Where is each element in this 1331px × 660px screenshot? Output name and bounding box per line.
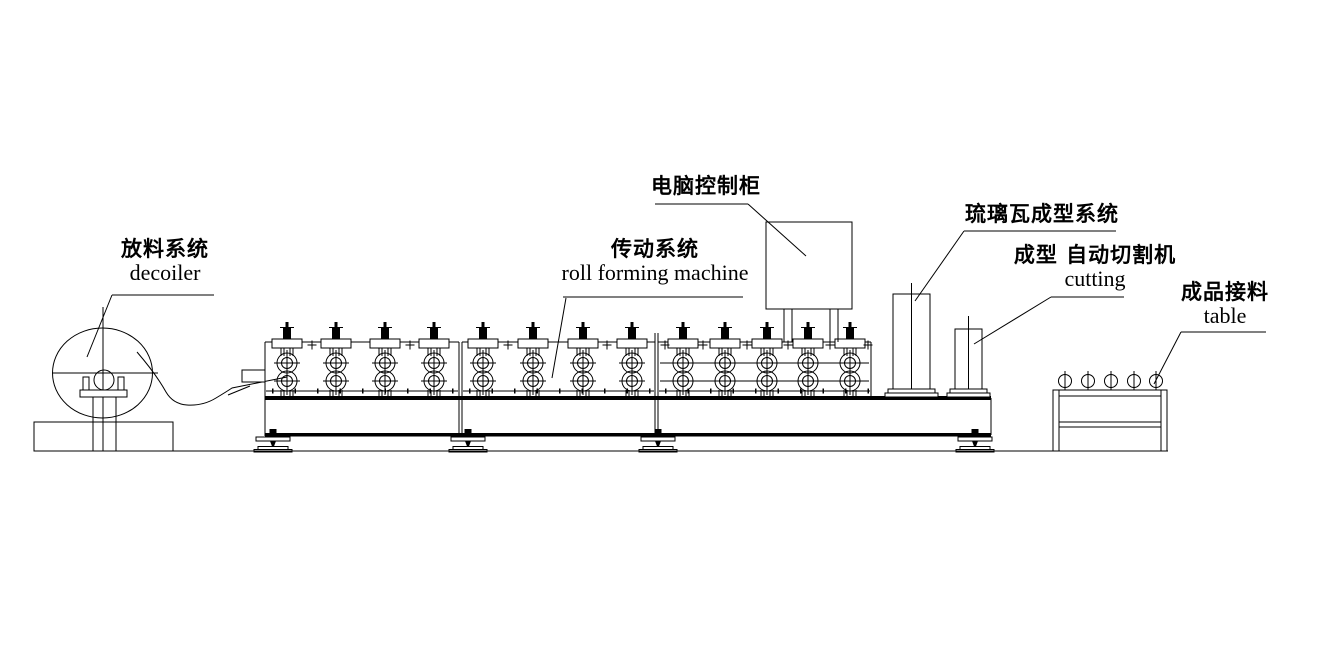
receiving-table: [1052, 370, 1168, 452]
machine-deck: [265, 396, 991, 400]
label-receiving-table: 成品接料 table: [1105, 280, 1331, 329]
control-cabinet: [765, 221, 853, 342]
steel-strip-line: [136, 351, 288, 406]
label-roll-forming-zh: 传动系统: [611, 237, 699, 261]
label-roll-forming-en: roll forming machine: [561, 260, 749, 286]
label-decoiler-en: decoiler: [129, 260, 201, 286]
decoiler-assembly: [33, 307, 288, 452]
table-leader-line: [1153, 331, 1182, 385]
label-tile-forming-zh: 琉璃瓦成型系统: [965, 202, 1119, 226]
roll-forming-leader-line: [551, 297, 567, 379]
label-tile-forming-system: 琉璃瓦成型系统: [922, 202, 1162, 226]
label-control-cabinet: 电脑控制柜: [586, 174, 826, 198]
label-cutting-machine: 成型 自动切割机 cutting: [975, 243, 1215, 292]
decoiler-leader-line: [86, 294, 113, 358]
machine-feet: [253, 428, 995, 453]
label-control-cabinet-zh: 电脑控制柜: [651, 174, 761, 198]
label-decoiler: 放料系统 decoiler: [45, 237, 285, 286]
label-roll-forming-machine: 传动系统 roll forming machine: [535, 237, 775, 286]
tile-forming-column: [884, 283, 939, 398]
label-decoiler-zh: 放料系统: [121, 237, 209, 261]
feed-guide-box: [241, 369, 266, 383]
roller-stations: [271, 321, 866, 397]
label-table-zh: 成品接料: [1181, 280, 1269, 304]
cabinet-box: [765, 221, 853, 310]
cutting-leader-line: [973, 296, 1052, 345]
label-table-en: table: [1203, 303, 1247, 329]
machine-base: [265, 433, 991, 437]
leader-lines: [86, 203, 1266, 385]
label-cutting-zh: 成型 自动切割机: [1013, 243, 1177, 267]
tile-forming-leader-line: [914, 230, 965, 302]
cabinet-leader-line: [747, 203, 807, 257]
label-cutting-en: cutting: [1064, 266, 1126, 292]
cutting-column: [946, 316, 991, 398]
